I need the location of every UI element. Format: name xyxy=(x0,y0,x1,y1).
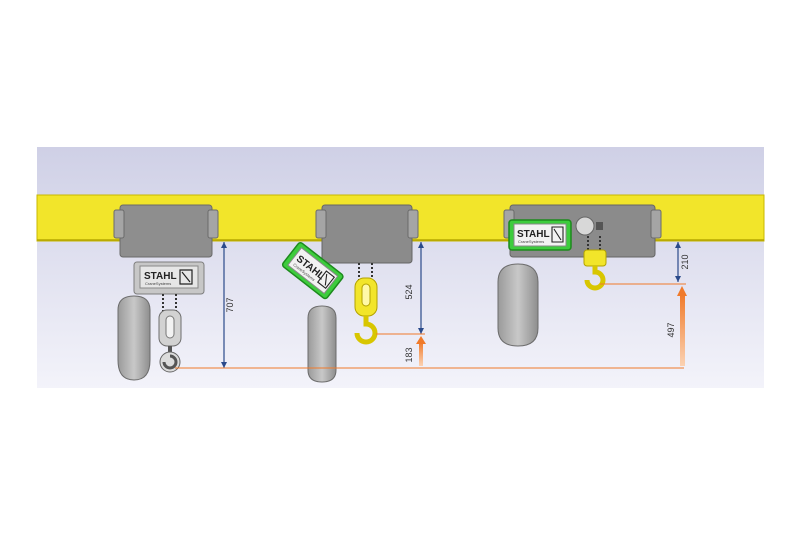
hook-3 xyxy=(584,266,606,291)
stahl-mark-icon xyxy=(551,226,564,243)
hook-sheave-2 xyxy=(361,283,371,307)
stahl-mark-icon xyxy=(179,269,193,285)
trolley-wheel-left xyxy=(113,209,125,239)
stahl-logo-1: STAHL xyxy=(144,271,177,282)
dimension-707: 707 xyxy=(221,242,235,368)
logo-box xyxy=(139,265,199,289)
dimension-497: 497 xyxy=(666,286,687,366)
trolley-body xyxy=(321,204,413,264)
dimension-183: 183 xyxy=(404,336,426,366)
trolley-wheel-right xyxy=(650,209,662,239)
stahl-logo-sub-3: CraneSystems xyxy=(518,239,544,244)
motor-3 xyxy=(497,263,539,347)
dimension-210: 210 xyxy=(600,242,690,285)
motor-2 xyxy=(307,305,337,383)
dimension-label-183: 183 xyxy=(404,347,414,362)
hook-block-3 xyxy=(583,249,607,267)
hoist-2: STAHL CraneSystems xyxy=(281,204,419,383)
motor-1 xyxy=(117,295,151,381)
logo-box xyxy=(513,223,567,247)
hook-tip-1 xyxy=(162,354,178,370)
pulley-wheel xyxy=(575,216,595,236)
hook-2 xyxy=(354,316,378,345)
stahl-logo-3: STAHL xyxy=(517,229,550,240)
trolley-wheel-right xyxy=(407,209,419,239)
dimension-label-210: 210 xyxy=(680,254,690,269)
stahl-mark-icon xyxy=(316,270,336,290)
dimension-label-497: 497 xyxy=(666,322,676,337)
dimension-label-524: 524 xyxy=(404,284,414,299)
hoist-3: STAHL CraneSystems xyxy=(497,204,662,347)
hook-sheave-1 xyxy=(165,315,175,339)
trolley-wheel-right xyxy=(207,209,219,239)
trolley-body xyxy=(119,204,213,258)
hoist-1: STAHL CraneSystems xyxy=(113,204,219,381)
chain-anchor xyxy=(596,222,603,230)
stahl-logo-sub-1: CraneSystems xyxy=(145,281,171,286)
dimension-label-707: 707 xyxy=(225,297,235,312)
dimension-524: 524 xyxy=(376,242,425,335)
trolley-wheel-left xyxy=(315,209,327,239)
